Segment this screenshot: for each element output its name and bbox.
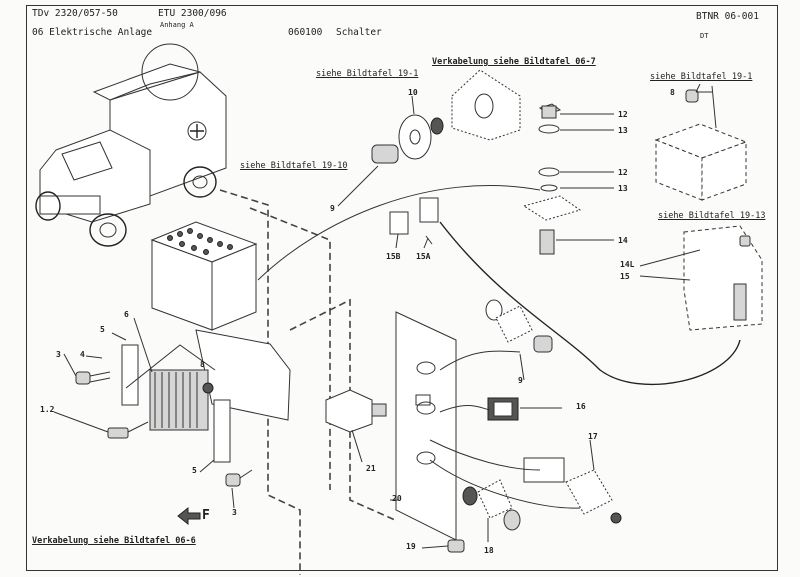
- guide-arrow-1: [439, 350, 521, 371]
- part-label-16: 16: [576, 402, 586, 411]
- ref-19-1-left: siehe Bildtafel 19-1: [316, 69, 419, 79]
- part-label-1-2: 1.2: [40, 405, 55, 414]
- screw-3-left: [75, 371, 111, 385]
- pressure-switch-17: [523, 457, 622, 524]
- direction-arrow: [177, 506, 201, 526]
- dt-mark: DT: [700, 32, 709, 40]
- part-label-14l: 14L: [620, 260, 635, 269]
- guide-arrow-2: [439, 405, 491, 413]
- part-label-17: 17: [588, 432, 598, 441]
- sensor-bracket: [683, 225, 763, 331]
- wiring-ref-top: Verkabelung siehe Bildtafel 06-7: [432, 57, 596, 67]
- part-label-13-a: 13: [618, 126, 628, 135]
- part-label-5-bottom: 5: [192, 466, 197, 475]
- part-label-5-top: 5: [100, 325, 105, 334]
- etu-number: ETU 2300/096: [158, 8, 227, 19]
- mounting-plate: [195, 329, 291, 421]
- part-label-4: 4: [80, 350, 85, 359]
- ref-19-13: siehe Bildtafel 19-13: [658, 211, 766, 221]
- part-label-15b: 15B: [386, 252, 401, 261]
- part-label-20: 20: [392, 494, 402, 503]
- drawing-frame: [26, 5, 778, 571]
- part-label-8: 8: [670, 88, 675, 97]
- wiring-guide-left: [219, 189, 301, 575]
- btnr-number: BTNR 06-001: [696, 11, 759, 22]
- front-panel: [395, 311, 457, 541]
- part-label-15: 15: [620, 272, 630, 281]
- guide-arrow-4: [429, 459, 581, 509]
- part-label-8-left: 8: [200, 360, 205, 369]
- part-label-21: 21: [366, 464, 376, 473]
- wiring-ref-bottom: Verkabelung siehe Bildtafel 06-6: [32, 536, 196, 546]
- cable-main: [439, 221, 741, 386]
- part-label-10: 10: [408, 88, 418, 97]
- bolt-stack: [522, 103, 582, 255]
- part-label-19: 19: [406, 542, 416, 551]
- battery-box: [150, 221, 258, 331]
- ref-19-10: siehe Bildtafel 19-10: [240, 161, 348, 171]
- anhang-label: Anhang A: [160, 21, 194, 29]
- part-label-14: 14: [618, 236, 628, 245]
- wiring-guide-mid: [249, 207, 331, 490]
- section-title: 06 Elektrische Anlage: [32, 27, 153, 38]
- switch-assembly-top: [371, 69, 521, 164]
- part-code: 060100: [288, 27, 323, 38]
- relay-21: [325, 389, 387, 433]
- ref-19-1-right: siehe Bildtafel 19-1: [650, 72, 753, 82]
- screw-3-bottom: [225, 469, 253, 487]
- part-label-6: 6: [124, 310, 129, 319]
- screw-19: [447, 539, 465, 553]
- nut-8-left: [202, 382, 214, 394]
- part-label-3-bottom: 3: [232, 508, 237, 517]
- part-label-18: 18: [484, 546, 494, 555]
- part-label-12-b: 12: [618, 168, 628, 177]
- pushbutton-18: [462, 479, 521, 531]
- part-label-3-left: 3: [56, 350, 61, 359]
- connector-15b: [389, 211, 409, 235]
- part-label-15a: 15A: [416, 252, 431, 261]
- part-1-2: [107, 421, 149, 439]
- cable-upper: [257, 185, 541, 281]
- part-label-12-a: 12: [618, 110, 628, 119]
- direction-arrow-label: F: [202, 508, 210, 523]
- relay-block: [121, 344, 231, 463]
- connector-15a: [419, 197, 439, 223]
- part-label-9-right: 9: [518, 376, 523, 385]
- part-label-13-b: 13: [618, 184, 628, 193]
- rocker-switch-16: [487, 397, 519, 421]
- indicator-lamp-9: [485, 299, 553, 353]
- truck-illustration: [35, 43, 227, 247]
- part-name: Schalter: [336, 27, 382, 38]
- part-label-9-top: 9: [330, 204, 335, 213]
- doc-id: TDv 2320/057-50: [32, 8, 118, 19]
- junction-box-right: [654, 89, 748, 201]
- guide-arrow-3: [429, 439, 541, 471]
